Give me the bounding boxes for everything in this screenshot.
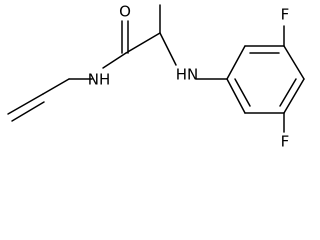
vinyl-double-bond-inner [11, 101, 45, 122]
bond-alpha-carbon-hn [159, 32, 177, 66]
ring-bond-c1-c2 [226, 45, 246, 80]
bond-nh-carbonyl [102, 52, 127, 69]
fluorine-bottom-label: F [281, 133, 290, 151]
ring-inner-double-bond-right [279, 78, 297, 107]
oxygen-atom-label: O [119, 3, 131, 21]
allyl-bond-ch-ch2 [42, 78, 70, 95]
bond-carbonyl-alpha-carbon [125, 32, 161, 54]
ring-inner-double-bond-left [234, 78, 251, 107]
amine-nitrogen-label: HN [176, 66, 199, 84]
chemical-structure-diagram: O NH HN F F [7, 3, 305, 151]
vinyl-double-bond-outer [7, 93, 44, 115]
ring-bond-c4-c5 [283, 78, 305, 114]
ring-bond-c3-c4 [283, 45, 305, 80]
ring-bond-c6-c1 [226, 78, 246, 114]
fluorine-top-label: F [281, 6, 290, 24]
amide-nitrogen-label: NH [88, 71, 111, 89]
